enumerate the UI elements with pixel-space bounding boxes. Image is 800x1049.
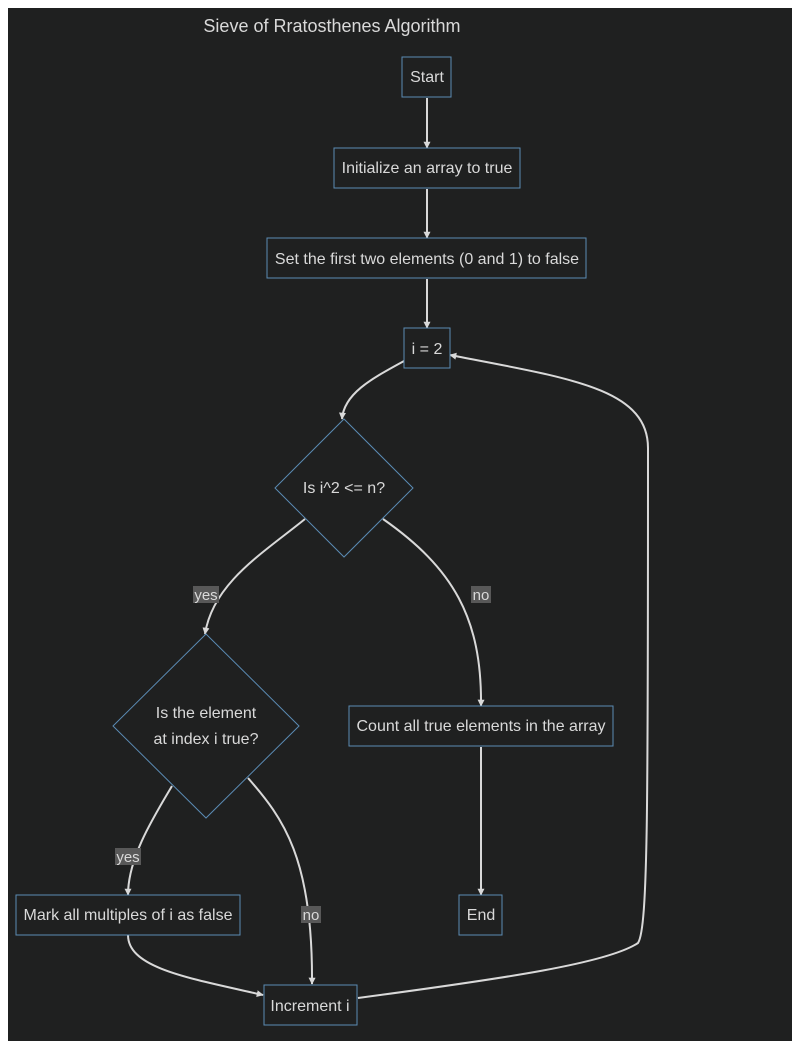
edge-cond-square-yes xyxy=(202,518,306,635)
edge-label-element-no: no xyxy=(301,906,321,924)
edge-label-element-yes: yes xyxy=(115,848,141,866)
edge-cond-element-yes xyxy=(124,785,173,896)
edge-label-text: yes xyxy=(194,587,217,604)
edge-i-assign-to-cond-square xyxy=(339,360,405,420)
node-label: Increment i xyxy=(270,998,349,1015)
node-label-line1: Is the element xyxy=(156,705,257,722)
diagram-title: Sieve of Rratosthenes Algorithm xyxy=(203,16,460,36)
node-i-assign: i = 2 xyxy=(403,327,451,369)
node-label: Mark all multiples of i as false xyxy=(24,907,233,924)
node-label: Set the first two elements (0 and 1) to … xyxy=(275,251,579,268)
node-label: Is i^2 <= n? xyxy=(303,480,385,497)
edges xyxy=(124,98,650,999)
edge-label-text: no xyxy=(473,587,490,604)
node-end: End xyxy=(458,894,503,936)
edge-cond-element-no xyxy=(247,777,316,985)
edge-label-text: no xyxy=(303,907,320,924)
node-start: Start xyxy=(401,56,452,98)
edge-mark-to-increment xyxy=(127,934,264,998)
edge-cond-square-no xyxy=(382,518,485,707)
edge-label-text: yes xyxy=(116,849,139,866)
node-cond-square: Is i^2 <= n? xyxy=(274,418,414,558)
node-label: Count all true elements in the array xyxy=(356,718,605,735)
node-cond-element: Is the element at index i true? xyxy=(112,633,300,819)
node-label: Initialize an array to true xyxy=(342,160,513,177)
node-increment-i: Increment i xyxy=(263,984,358,1026)
edge-label-square-no: no xyxy=(471,586,491,604)
node-label: i = 2 xyxy=(412,341,443,358)
flowchart-canvas: Sieve of Rratosthenes Algorithm yes no xyxy=(8,8,792,1041)
node-set-first-two-false: Set the first two elements (0 and 1) to … xyxy=(266,237,587,279)
node-label: End xyxy=(467,907,495,924)
node-label-line2: at index i true? xyxy=(154,731,259,748)
node-mark-multiples: Mark all multiples of i as false xyxy=(15,894,241,936)
edge-label-square-yes: yes xyxy=(193,586,219,604)
node-label: Start xyxy=(410,69,444,86)
node-init-array: Initialize an array to true xyxy=(333,147,521,189)
edge-increment-loop-to-i-assign xyxy=(357,352,650,999)
node-count-true: Count all true elements in the array xyxy=(348,705,614,747)
flowchart-diagram: Sieve of Rratosthenes Algorithm yes no xyxy=(15,16,650,1026)
